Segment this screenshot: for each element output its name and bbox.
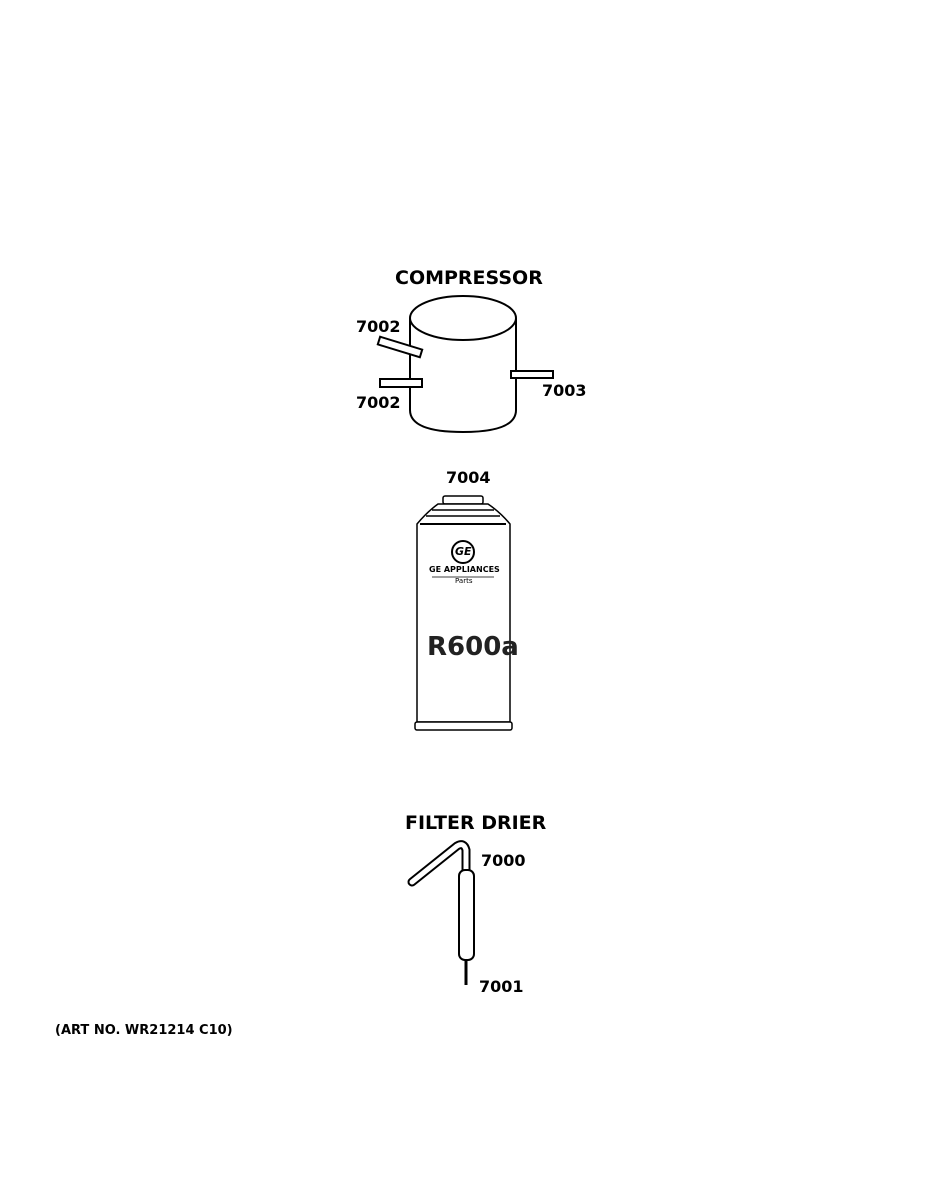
compressor-drawing [376,295,554,434]
refrigerant-type-text: R600a [427,632,519,662]
part-label-7003: 7003 [542,381,587,400]
part-label-7001: 7001 [479,977,524,996]
part-label-7000: 7000 [481,851,526,870]
filter-drier-drawing [407,840,475,985]
can-brand-text: GE APPLIANCES [429,565,500,574]
part-label-7002-upper: 7002 [356,317,401,336]
part-label-7004: 7004 [446,468,491,487]
can-subbrand-text: Parts [455,577,473,585]
ge-logo-text: GE [455,545,472,558]
filter-drier-title: FILTER DRIER [405,812,547,834]
ge-logo-icon [451,540,475,564]
part-label-7002-lower: 7002 [356,393,401,412]
refrigerant-can-drawing [414,495,513,731]
compressor-tube-upper-left [376,335,424,359]
compressor-title: COMPRESSOR [395,267,543,289]
compressor-tube-right [510,370,554,379]
compressor-tube-lower-left [379,378,423,388]
art-number: (ART NO. WR21214 C10) [55,1023,233,1038]
